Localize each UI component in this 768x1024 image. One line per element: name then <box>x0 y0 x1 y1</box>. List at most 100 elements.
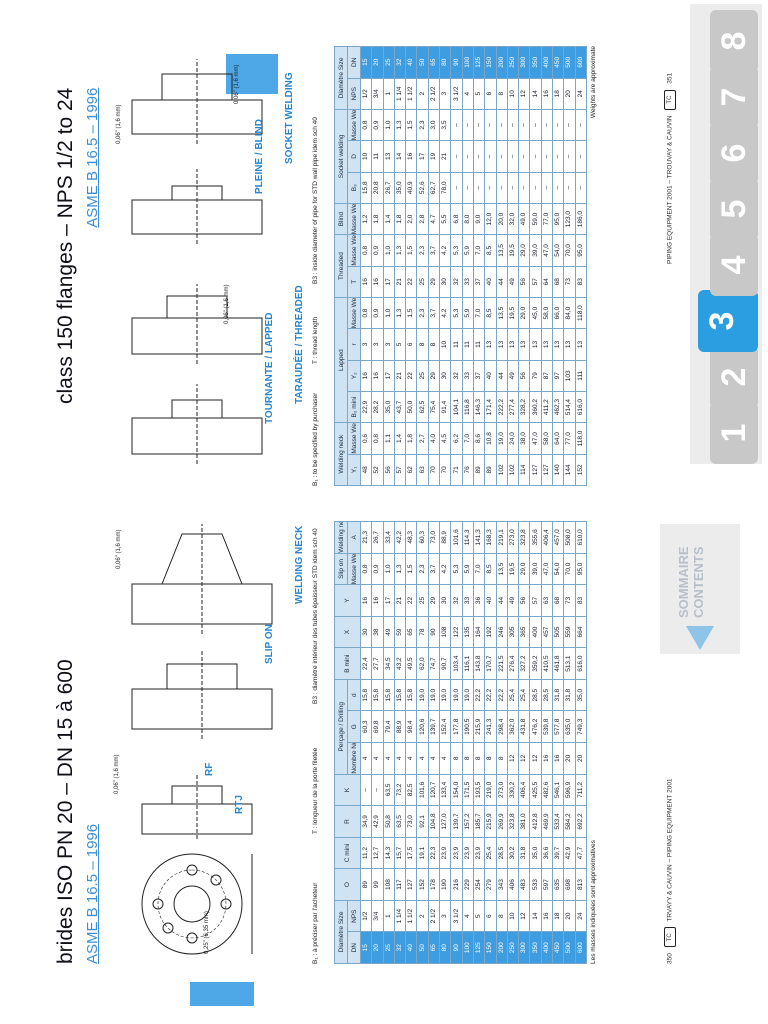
table-cell: 56 <box>383 454 395 486</box>
table-cell: 8,5 <box>484 297 497 329</box>
table-cell: 127,0 <box>439 805 451 838</box>
table-cell: 150 <box>484 46 497 79</box>
table-cell: 462,3 <box>552 391 564 423</box>
table-cell: 4 <box>428 742 440 775</box>
chapter-tab-7[interactable]: 7 <box>710 66 758 128</box>
chapter-tab-8[interactable]: 8 <box>710 10 758 72</box>
lh-b: B mini <box>334 647 361 680</box>
table-cell: 15,8 <box>383 679 395 711</box>
table-cell: 40,9 <box>405 172 417 204</box>
table-cell: 5,9 <box>462 553 474 585</box>
table-cell: 3/4 <box>371 78 384 110</box>
table-cell: 83 <box>575 584 587 617</box>
table-cell: 13 <box>552 328 564 361</box>
table-cell: 62,0 <box>416 647 429 680</box>
table-cell: 64 <box>541 266 553 298</box>
table-cell: 12 <box>518 742 530 775</box>
blind-label: PLEINE / BLIND <box>254 118 265 194</box>
table-cell: 25,4 <box>484 837 497 869</box>
table-cell: 31,8 <box>563 679 576 711</box>
chapter-tab-2[interactable]: 2 <box>710 346 758 408</box>
table-cell: 28,5 <box>529 679 542 711</box>
table-cell: 22,9 <box>360 391 372 423</box>
table-cell: 13 <box>518 328 530 361</box>
table-cell: 15,8 <box>394 679 406 711</box>
right-table-wrap: Welding neck Lapped Threaded Blind Socke… <box>334 46 597 486</box>
table-cell: 4,5 <box>439 422 451 455</box>
table-cell: 103,4 <box>450 647 463 680</box>
table-cell: 104,8 <box>428 805 440 838</box>
table-cell: 0,8 <box>360 109 372 141</box>
chapter-tab-6[interactable]: 6 <box>710 122 758 184</box>
table-cell: 1 1/4 <box>394 900 406 932</box>
table-cell: 100 <box>462 931 474 964</box>
table-cell: 15 <box>360 931 372 964</box>
lh-r: R <box>334 805 361 838</box>
table-cell: 3 <box>439 78 451 110</box>
table-cell: 68 <box>552 584 564 617</box>
table-cell: – <box>529 172 542 204</box>
table-cell: – <box>496 172 508 204</box>
table-cell: 813 <box>575 868 587 901</box>
table-cell: 30 <box>439 584 451 617</box>
table-cell: 4 <box>439 742 451 775</box>
chapter-tab-1[interactable]: 1 <box>710 402 758 464</box>
table-cell: 25,4 <box>507 679 519 711</box>
table-cell: 410,5 <box>541 647 553 680</box>
table-cell: 73 <box>563 584 576 617</box>
table-cell: 749,3 <box>575 711 587 743</box>
table-cell: 34,9 <box>360 805 372 838</box>
rf-label: RF <box>204 762 215 776</box>
table-cell: 118,0 <box>575 422 587 455</box>
table-cell: 1 1/2 <box>405 900 417 932</box>
table-cell: 25 <box>416 584 429 617</box>
table-cell: 20 <box>371 931 384 964</box>
table-cell: 33,4 <box>383 521 395 554</box>
chapter-tab-5[interactable]: 5 <box>710 178 758 240</box>
table-cell: 59 <box>394 616 406 648</box>
table-cell: 150 <box>484 931 497 964</box>
rtj-label: RTJ <box>234 795 245 814</box>
table-cell: 8 <box>462 742 474 775</box>
table-cell: 23,9 <box>473 837 485 869</box>
chapter-tab-4[interactable]: 4 <box>710 234 758 296</box>
lh-diam: Diamètre Size <box>334 900 348 964</box>
lh-x: X <box>334 616 361 648</box>
lh-a: A <box>347 521 361 554</box>
table-cell: 2,3 <box>416 297 429 329</box>
table-cell: 14,3 <box>383 837 395 869</box>
table-cell: 74,7 <box>428 647 440 680</box>
table-cell: 35,0 <box>383 391 395 423</box>
table-cell: – <box>507 140 519 173</box>
table-cell: 65 <box>428 931 440 964</box>
table-cell: 54,0 <box>552 553 564 585</box>
table-cell: 10 <box>507 78 519 110</box>
table-cell: 21 <box>394 584 406 617</box>
table-cell: 44 <box>496 584 508 617</box>
table-cell: – <box>462 140 474 173</box>
table-cell: 152 <box>416 868 429 901</box>
table-cell: 692,2 <box>575 805 587 838</box>
rh-masse-5: Masse Weight <box>347 109 361 141</box>
table-cell: 18 <box>552 900 564 932</box>
table-cell: 11 <box>450 328 463 361</box>
table-cell: 100 <box>462 46 474 79</box>
table-cell: 40 <box>484 266 497 298</box>
lh-drill: Perçage / Drilling <box>334 679 348 775</box>
table-cell: 13 <box>496 328 508 361</box>
chapter-tab-3[interactable]: 3 <box>698 290 758 352</box>
table-cell: 635 <box>552 868 564 901</box>
lh-d: d <box>347 679 361 711</box>
table-cell: 70,0 <box>563 234 576 267</box>
table-cell: 34,5 <box>383 647 395 680</box>
sommaire-button[interactable]: SOMMAIRE CONTENTS <box>660 524 740 654</box>
table-cell: 15,7 <box>394 837 406 869</box>
chapter-nav: 1 2 3 4 5 6 7 8 <box>690 4 762 464</box>
rh-r: r <box>347 328 361 361</box>
table-cell: 0,8 <box>360 553 372 585</box>
table-cell: 19,1 <box>416 837 429 869</box>
tc-logo-left: TC <box>664 927 676 948</box>
